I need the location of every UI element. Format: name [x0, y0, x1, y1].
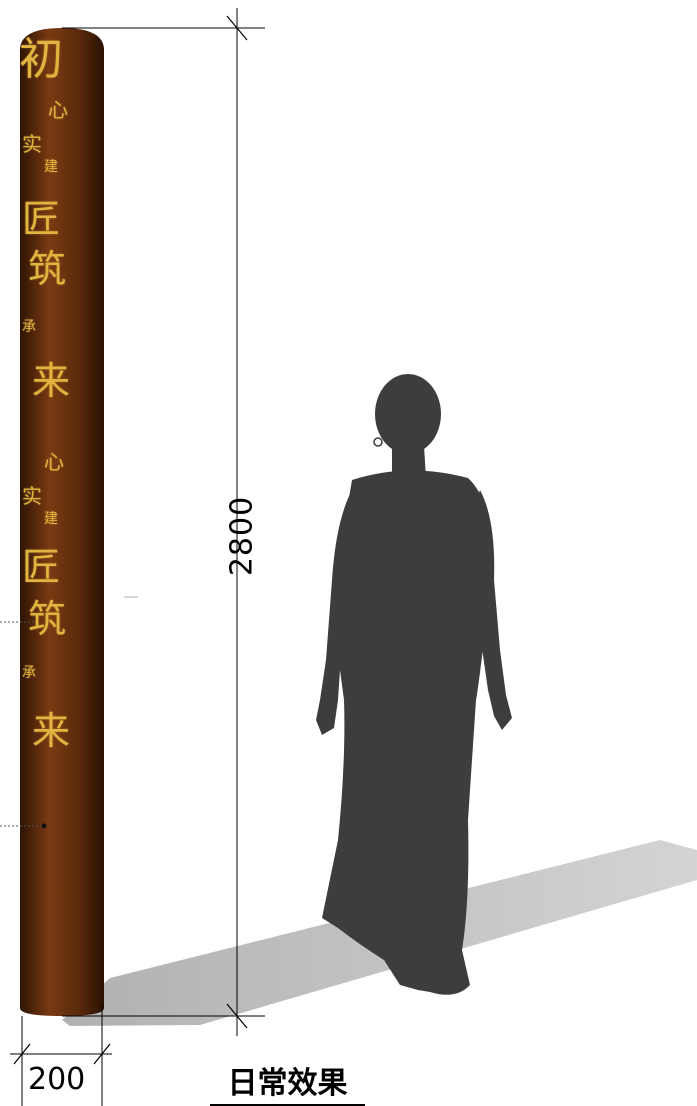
pillar-glyph-14: 承 — [22, 665, 36, 681]
pillar-glyph-12: 匠 — [22, 545, 61, 589]
earring — [373, 437, 383, 447]
pillar-glyph-9: 心 — [44, 450, 64, 474]
person-silhouette — [316, 374, 512, 995]
width-dimension-label: 200 — [28, 1062, 86, 1097]
pillar-glyph-5: 匠 — [22, 197, 61, 241]
pillar-glyph-3: 实 — [22, 132, 42, 156]
pillar-glyph-8: 来 — [32, 359, 71, 403]
caption: 日常效果 — [210, 1066, 365, 1106]
pillar-glyph-11: 建 — [44, 511, 58, 527]
pillar-glyph-1: 初 — [19, 34, 63, 85]
pillar-glyph-4: 建 — [44, 159, 58, 175]
width-left-tick — [13, 1043, 31, 1065]
pillar — [20, 28, 104, 1016]
height-top-tick — [226, 15, 248, 41]
pillar-glyph-2: 心 — [48, 98, 68, 122]
height-bottom-tick — [226, 1003, 248, 1029]
pillar-glyph-10: 实 — [22, 484, 42, 508]
width-right-tick — [93, 1043, 111, 1065]
pillar-glyph-13: 筑 — [28, 597, 67, 641]
pillar-glyph-15: 来 — [32, 709, 71, 753]
pillar-glyph-6: 筑 — [28, 247, 67, 291]
pillar-glyph-7: 承 — [22, 319, 36, 335]
height-dimension-label: 2800 — [224, 495, 260, 577]
leader-dot — [41, 823, 47, 829]
